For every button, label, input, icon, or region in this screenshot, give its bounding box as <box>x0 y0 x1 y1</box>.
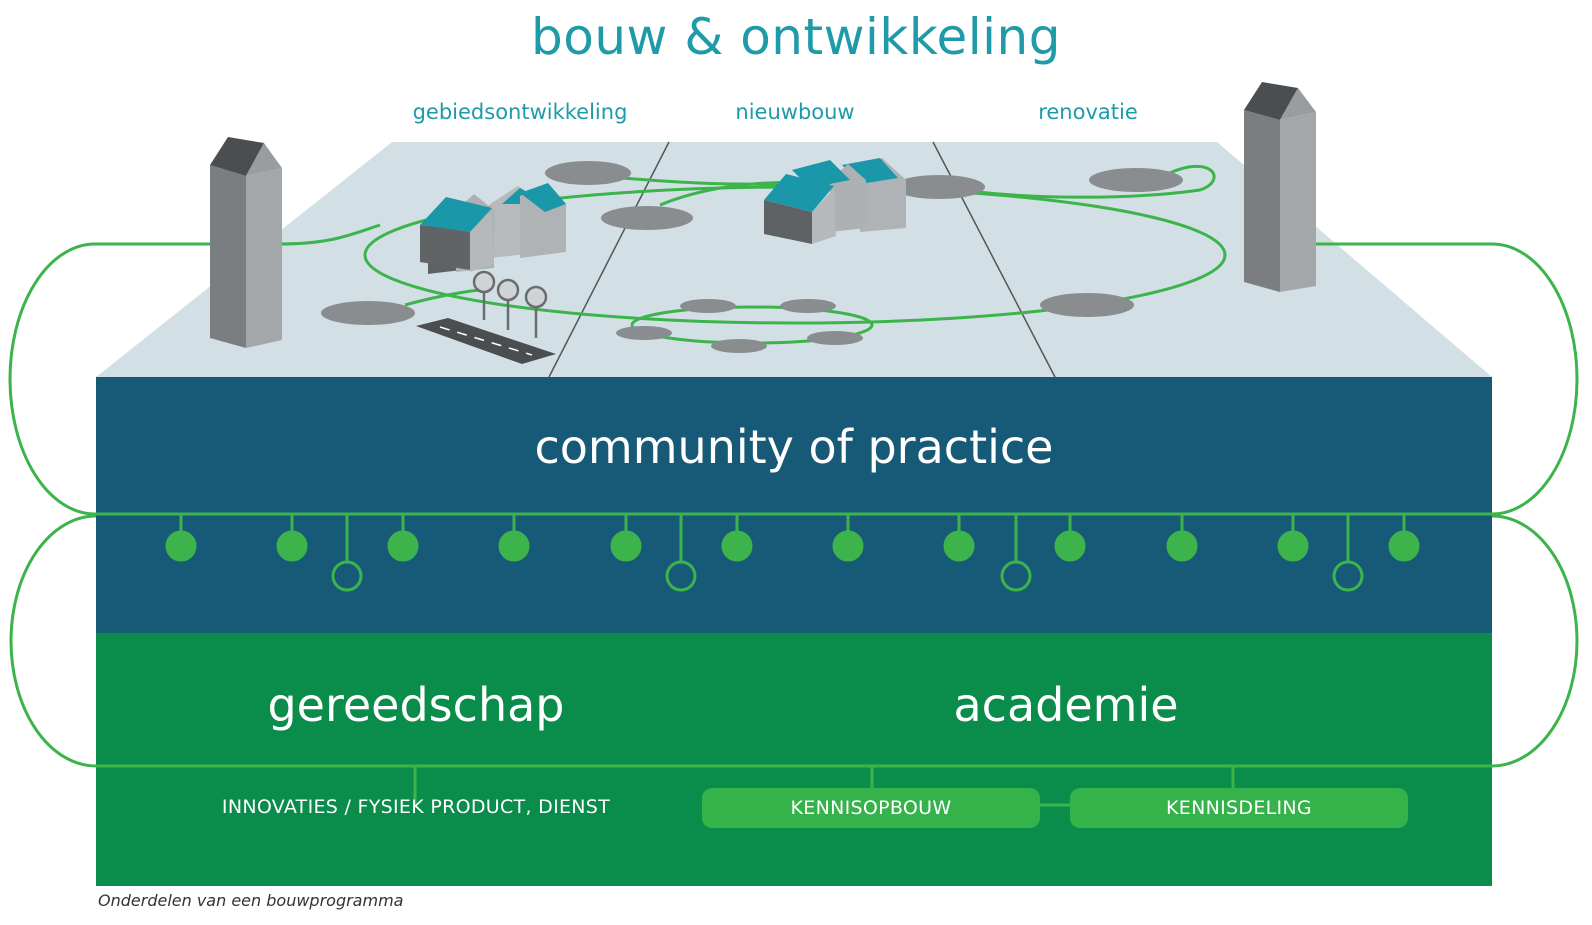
wind-turbine-icons <box>472 270 548 338</box>
member-node <box>832 530 864 562</box>
house-icons-middle <box>764 158 906 244</box>
plane-nodes <box>321 161 1183 353</box>
member-nodes <box>165 514 1420 562</box>
member-node <box>1277 530 1309 562</box>
section-label-renovation: renovatie <box>1038 100 1138 124</box>
house-icons-left <box>420 183 566 274</box>
tower-icon-left <box>210 137 282 348</box>
member-node <box>943 530 975 562</box>
academy-label: academie <box>953 678 1179 732</box>
figure-caption: Onderdelen van een bouwprogramma <box>98 891 404 910</box>
member-node-open <box>331 560 363 592</box>
member-node <box>1166 530 1198 562</box>
knowledge-share-pill: KENNISDELING <box>1070 788 1408 828</box>
outer-loops <box>8 242 1579 808</box>
community-of-practice-label: community of practice <box>534 420 1054 474</box>
section-label-new-build: nieuwbouw <box>735 100 855 124</box>
knowledge-build-pill: KENNISOPBOUW <box>702 788 1040 828</box>
section-label-area-development: gebiedsontwikkeling <box>412 100 628 124</box>
member-node <box>721 530 753 562</box>
member-node <box>498 530 530 562</box>
community-band <box>96 377 1492 633</box>
road-icon <box>416 318 556 364</box>
member-node <box>276 530 308 562</box>
member-node <box>610 530 642 562</box>
innovations-label: INNOVATIES / FYSIEK PRODUCT, DIENST <box>221 796 611 818</box>
member-node-open <box>1332 560 1364 592</box>
member-nodes-open <box>331 514 1364 592</box>
member-node-open <box>665 560 697 592</box>
academy-band <box>96 633 1492 886</box>
member-node-open <box>1000 560 1032 592</box>
page-title: bouw & ontwikkeling <box>531 8 1061 66</box>
tools-label: gereedschap <box>267 678 565 732</box>
tower-icon-right <box>1244 82 1316 292</box>
member-node <box>1388 530 1420 562</box>
member-node <box>387 530 419 562</box>
member-node <box>1054 530 1086 562</box>
member-node <box>165 530 197 562</box>
